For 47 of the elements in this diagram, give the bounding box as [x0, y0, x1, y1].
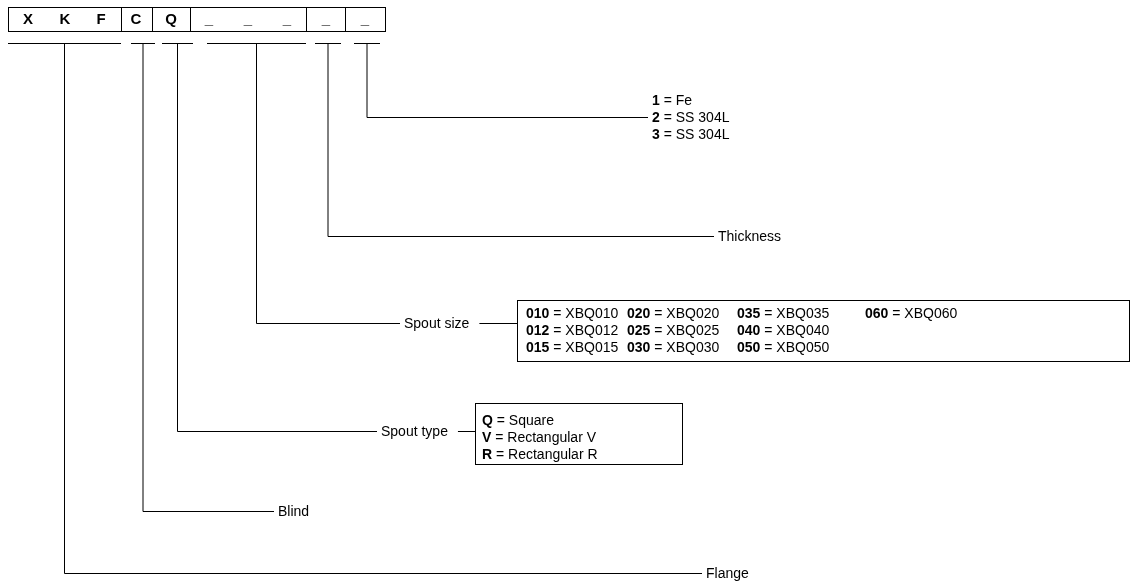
- underline-bar: [131, 43, 155, 44]
- leader-line: [478, 323, 518, 324]
- size-table: [517, 300, 1130, 362]
- table-entry: 020 = XBQ020: [627, 305, 721, 322]
- field-label: Spout type: [377, 423, 452, 440]
- option-entry: 3 = SS 304L: [652, 126, 730, 143]
- code-character: K: [59, 9, 71, 29]
- code-character: C: [130, 9, 142, 29]
- field-label: Thickness: [714, 228, 786, 245]
- leader-line: [256, 43, 401, 324]
- underline-bar: [162, 43, 193, 44]
- table-entry: 050 = XBQ050: [737, 339, 831, 356]
- option-entry: 1 = Fe: [652, 92, 694, 109]
- leader-line: [327, 43, 715, 237]
- option-entry: Q = Square: [482, 412, 555, 429]
- table-entry: 040 = XBQ040: [737, 322, 831, 339]
- code-character: _: [204, 9, 214, 29]
- table-entry: 012 = XBQ012: [526, 322, 620, 339]
- code-character: _: [282, 9, 292, 29]
- code-character: F: [96, 9, 106, 29]
- table-entry: 015 = XBQ015: [526, 339, 620, 356]
- underline-bar: [8, 43, 121, 44]
- table-entry: 035 = XBQ035: [737, 305, 831, 322]
- option-entry: R = Rectangular R: [482, 446, 599, 463]
- code-character: Q: [165, 9, 177, 29]
- code-character: _: [321, 9, 331, 29]
- leader-line: [177, 43, 378, 432]
- table-entry: 010 = XBQ010: [526, 305, 620, 322]
- field-label: Spout size: [400, 315, 474, 332]
- option-entry: V = Rectangular V: [482, 429, 597, 446]
- leader-line: [366, 43, 649, 118]
- code-character: _: [243, 9, 253, 29]
- underline-bar: [354, 43, 380, 44]
- leader-line: [142, 43, 275, 512]
- type-options-box: [475, 403, 683, 465]
- table-entry: 025 = XBQ025: [627, 322, 721, 339]
- code-character: X: [23, 9, 33, 29]
- code-character: _: [360, 9, 370, 29]
- option-entry: 2 = SS 304L: [652, 109, 730, 126]
- underline-bar: [207, 43, 306, 44]
- underline-bar: [315, 43, 341, 44]
- field-label: Flange: [702, 565, 753, 582]
- leader-line: [64, 43, 703, 574]
- leader-line: [457, 431, 476, 432]
- table-entry: 030 = XBQ030: [627, 339, 721, 356]
- field-label: Blind: [274, 503, 314, 520]
- table-entry: 060 = XBQ060: [865, 305, 959, 322]
